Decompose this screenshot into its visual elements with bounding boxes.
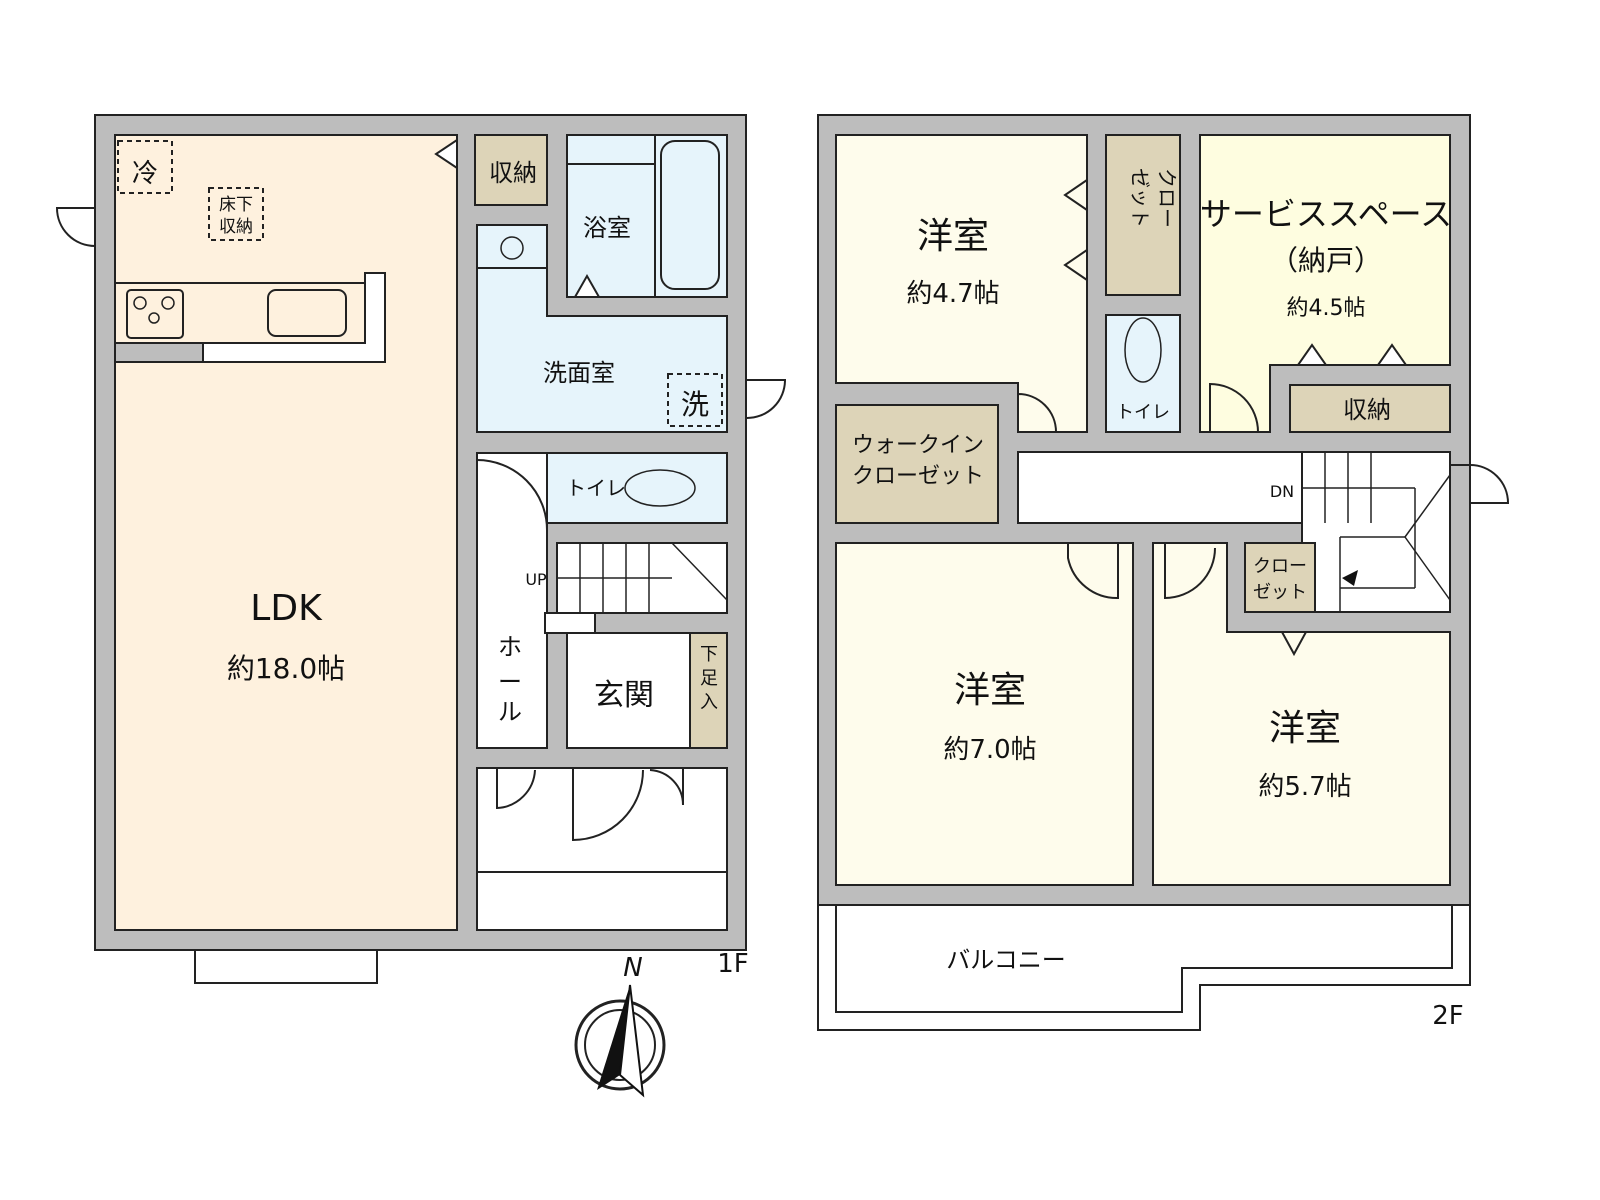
room2-name: 洋室: [954, 670, 1026, 711]
room1-name: 洋室: [917, 216, 989, 257]
shoe-label-3: 入: [700, 692, 718, 713]
walk-in-closet: [835, 404, 999, 524]
hall-label-2: ー: [498, 668, 522, 696]
closet1-label-1: クロー: [1155, 168, 1179, 228]
floor-1: 冷 床下 収納 LDK 約18.0帖 収納 浴室 洗面室 洗 トイレ UP ホ: [55, 114, 787, 984]
underfloor-storage: [208, 187, 264, 241]
room-hall: [476, 452, 548, 749]
ldk-name: LDK: [250, 588, 323, 629]
service-sub: （納戸）: [1270, 244, 1382, 277]
wic-label-2: クローゼット: [852, 464, 984, 489]
shoe-storage: [689, 632, 728, 749]
washroom-label: 洗面室: [543, 359, 615, 387]
room-entrance: [566, 632, 691, 749]
closet1-label-2: ゼット: [1128, 168, 1152, 228]
storage-1f: [474, 134, 548, 206]
closet2-label-1: クロー: [1253, 556, 1307, 577]
porch-step: [476, 871, 728, 931]
counter-bar: [202, 272, 386, 363]
bath-label: 浴室: [583, 214, 631, 242]
hall-label-3: ル: [498, 698, 522, 726]
room-toilet-1f: [546, 452, 728, 524]
room-western-5-7: [1152, 542, 1451, 886]
wic-label-1: ウォークイン: [852, 433, 984, 458]
shoe-label-1: 下: [700, 644, 718, 665]
stairs-arrow-icon: [1342, 570, 1358, 586]
room-toilet-2f: [1105, 314, 1181, 433]
room-washroom: [476, 224, 728, 433]
closet2-label-2: ゼット: [1253, 582, 1307, 603]
basin-icon: [500, 236, 524, 260]
room3-name: 洋室: [1269, 708, 1341, 749]
room-ldk: [114, 134, 458, 931]
closet-2f-a: [1105, 134, 1181, 296]
ldk-size: 約18.0帖: [227, 652, 345, 685]
porch: [476, 767, 728, 873]
room-western-7-0: [835, 542, 1134, 886]
floor-2-label: 2F: [1432, 1001, 1464, 1031]
toilet-2f-label: トイレ: [1116, 402, 1170, 423]
service-size: 約4.5帖: [1287, 296, 1366, 321]
bay-window: [194, 949, 378, 984]
room1-size: 約4.7帖: [906, 279, 999, 309]
entrance-label: 玄関: [594, 678, 654, 713]
floor-1-label: 1F: [717, 949, 749, 979]
washer-space: [667, 373, 723, 427]
stove-icon: [126, 289, 184, 339]
balcony-label: バルコニー: [946, 946, 1066, 974]
up-label: UP: [525, 570, 547, 589]
compass-icon: N: [574, 953, 666, 1098]
door-marker: [434, 138, 458, 170]
closet-2f-b: [1244, 542, 1316, 613]
room3-size: 約5.7帖: [1258, 772, 1351, 802]
storage-2f: [1289, 384, 1451, 433]
washer-label: 洗: [681, 388, 709, 421]
stairs-2f: [1301, 451, 1451, 613]
wall-segment: [114, 342, 204, 363]
fridge-label: 冷: [132, 159, 158, 189]
bathtub-icon: [660, 140, 720, 290]
underfloor-label-1: 床下: [219, 195, 253, 215]
floor-2: バルコニー 洋室 約4.7帖 クロー ゼット トイレ サービススペース （納戸）…: [817, 114, 1510, 1031]
shoe-label-2: 足: [700, 668, 718, 689]
sink-icon: [267, 289, 347, 337]
down-label: DN: [1270, 482, 1294, 501]
toilet-1f-label: トイレ: [566, 476, 626, 500]
service-name: サービススペース: [1200, 195, 1452, 233]
hall-label-1: ホ: [498, 633, 522, 661]
storage-2f-label: 収納: [1343, 396, 1391, 424]
toilet-icon: [624, 469, 696, 507]
room2-size: 約7.0帖: [943, 735, 1036, 765]
north-label: N: [623, 953, 642, 983]
underfloor-label-2: 収納: [219, 217, 253, 237]
fridge-space: [117, 140, 173, 194]
storage-1f-label: 収納: [489, 159, 537, 187]
toilet-icon-2f: [1124, 317, 1162, 383]
